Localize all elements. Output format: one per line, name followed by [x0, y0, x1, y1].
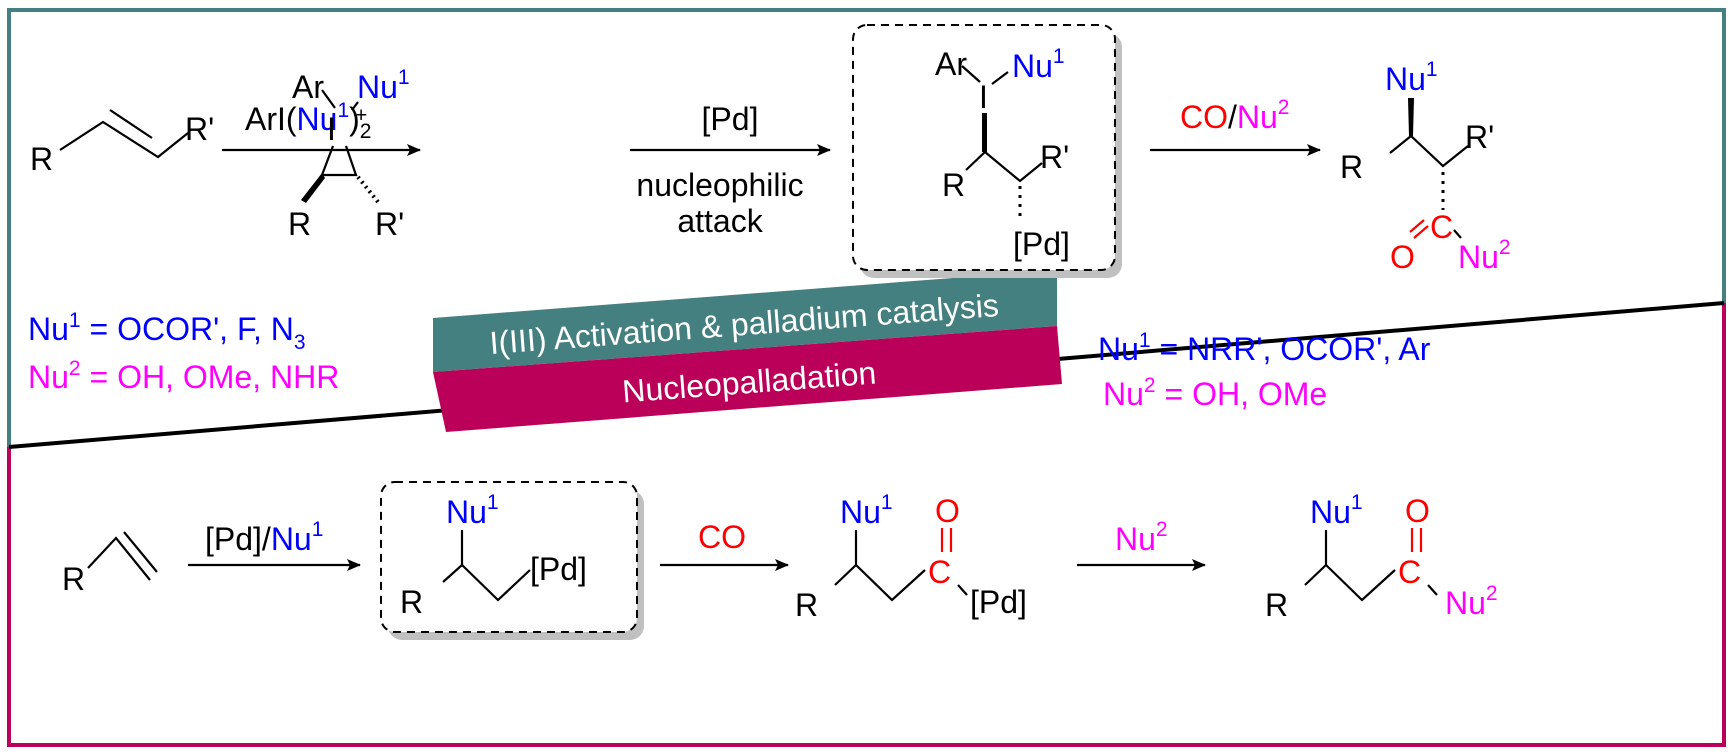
right-nu1-conditions: Nu1 = NRR', OCOR', Ar — [1098, 329, 1431, 367]
svg-text:R': R' — [185, 111, 214, 147]
svg-text:Nu2: Nu2 — [1115, 518, 1168, 557]
iodiranium-intermediate: Ar I + Nu1 R R' — [288, 66, 410, 242]
svg-text:[Pd]/Nu1: [Pd]/Nu1 — [205, 518, 323, 557]
svg-text:R: R — [942, 167, 965, 203]
svg-text:Ar: Ar — [292, 69, 324, 105]
svg-text:+: + — [355, 104, 367, 127]
svg-text:I: I — [979, 79, 988, 115]
arrow-nucleophilic-attack: [Pd] nucleophilic attack — [630, 101, 831, 239]
alkene-terminal: R — [62, 531, 158, 597]
svg-text:Nu1: Nu1 — [1310, 491, 1363, 530]
alkyl-palladium-box-bottom: Nu1 R [Pd] — [380, 481, 644, 640]
left-nu1-conditions: Nu1 = OCOR', F, N3 — [28, 309, 306, 354]
svg-text:CO: CO — [698, 519, 746, 555]
alkene-disubstituted: R R' — [30, 109, 214, 177]
svg-text:[Pd]: [Pd] — [530, 551, 587, 587]
right-nu2-conditions: Nu2 = OH, OMe — [1103, 374, 1327, 412]
svg-text:ArI(Nu1)2: ArI(Nu1)2 — [245, 99, 371, 143]
arrow-carbonylation: CO/Nu2 — [1150, 96, 1321, 156]
banner-activation — [433, 270, 1057, 372]
svg-text:C: C — [1430, 209, 1453, 245]
svg-text:Ar: Ar — [935, 46, 967, 82]
svg-text:R': R' — [1465, 119, 1494, 155]
svg-text:Nu1: Nu1 — [840, 491, 893, 530]
svg-text:R: R — [62, 561, 85, 597]
svg-text:Nu1: Nu1 — [1012, 45, 1065, 84]
svg-text:R': R' — [375, 206, 404, 242]
svg-text:CO/Nu2: CO/Nu2 — [1180, 96, 1289, 135]
svg-text:O: O — [935, 493, 960, 529]
svg-text:R: R — [30, 141, 53, 177]
svg-text:Nu1: Nu1 — [446, 491, 499, 530]
svg-text:attack: attack — [677, 203, 763, 239]
svg-text:R': R' — [1040, 139, 1069, 175]
arrow-nucleophile-2: Nu2 — [1077, 518, 1206, 571]
acyl-palladium: Nu1 R C O [Pd] — [795, 491, 1027, 623]
svg-text:[Pd]: [Pd] — [970, 584, 1027, 620]
svg-text:R: R — [288, 206, 311, 242]
svg-text:O: O — [1390, 239, 1415, 275]
svg-text:nucleophilic: nucleophilic — [636, 167, 803, 203]
svg-text:O: O — [1405, 493, 1430, 529]
svg-text:[Pd]: [Pd] — [1013, 226, 1070, 262]
svg-text:R: R — [1265, 587, 1288, 623]
arrow-nucleopalladation: [Pd]/Nu1 — [188, 518, 361, 571]
bottom-frame — [7, 303, 1726, 747]
svg-text:R: R — [1340, 149, 1363, 185]
svg-text:R: R — [795, 587, 818, 623]
product-top: Nu1 R R' C O Nu2 — [1340, 58, 1511, 275]
left-nu2-conditions: Nu2 = OH, OMe, NHR — [28, 357, 339, 395]
product-bottom: Nu1 R C O Nu2 — [1265, 491, 1498, 623]
top-frame — [7, 8, 1726, 447]
svg-text:Nu1: Nu1 — [357, 66, 410, 105]
banner-nucleopalladation — [433, 326, 1062, 432]
svg-text:C: C — [1398, 554, 1421, 590]
alkyl-palladium-box-top: Ar I Nu1 R R' [Pd] — [852, 24, 1122, 278]
arrow-iodine-reagent: ArI(Nu1)2 — [222, 99, 421, 156]
svg-text:Nu2: Nu2 — [1458, 236, 1511, 275]
svg-text:Nu1: Nu1 — [1385, 58, 1438, 97]
svg-text:C: C — [928, 554, 951, 590]
svg-text:[Pd]: [Pd] — [702, 101, 759, 137]
arrow-co-insertion: CO — [660, 519, 789, 571]
svg-text:I: I — [327, 111, 336, 147]
svg-text:R: R — [400, 584, 423, 620]
svg-text:Nu2: Nu2 — [1445, 582, 1498, 621]
